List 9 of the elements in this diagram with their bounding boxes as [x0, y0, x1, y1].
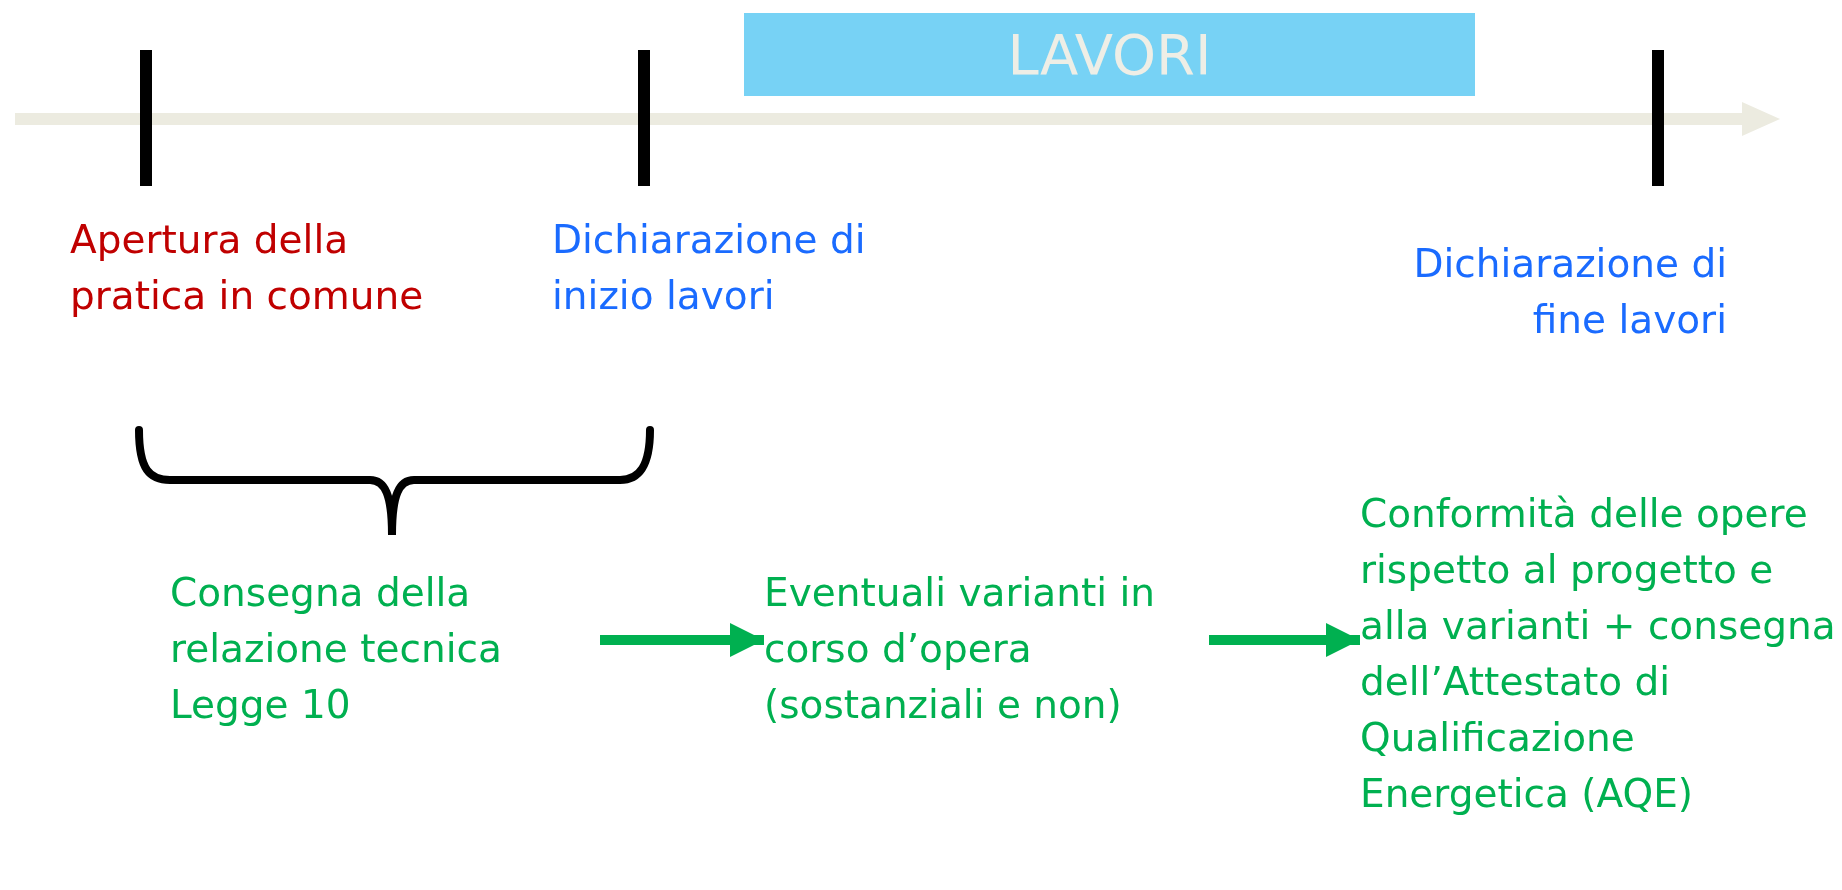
step-text: Conformità delle opere rispetto al progetto e alla varianti + consegna dell’Attestato di Qualificazione Energetica (AQE) — [1360, 486, 1838, 822]
arrow — [600, 623, 764, 657]
milestone-label: Dichiarazione di inizio lavori — [552, 216, 867, 320]
milestone-label: Dichiarazione di fine lavori — [1412, 240, 1727, 344]
banner-box: LAVORI — [744, 13, 1475, 96]
step-text: Eventuali varianti in corso d’opera (sostanziali e non) — [764, 565, 1209, 733]
arrow — [1209, 623, 1360, 657]
milestone-label: Apertura della pratica in comune — [70, 216, 425, 320]
step-text: Consegna della relazione tecnica Legge 10 — [170, 565, 600, 733]
